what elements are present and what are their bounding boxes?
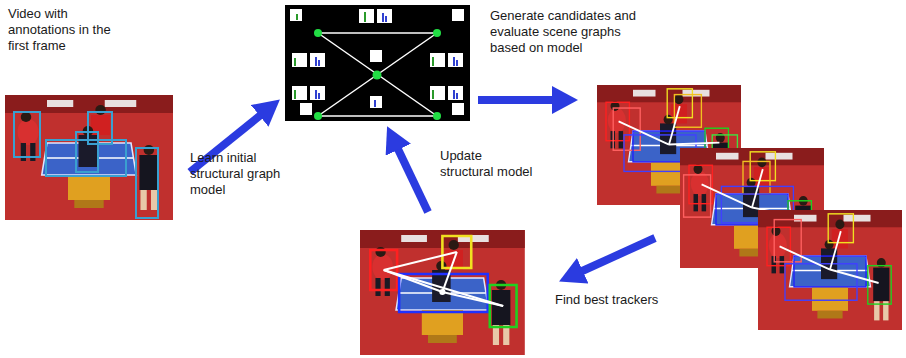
- tracked-frame: [360, 230, 525, 355]
- step-label: Learn initial structural graph model: [190, 150, 302, 198]
- step-label: Generate candidates and evaluate scene g…: [490, 8, 638, 56]
- annotated-frame-node: Video with annotations in the first fram…: [8, 6, 133, 216]
- step-label: Find best trackers: [555, 292, 725, 308]
- step-label: Update structural model: [440, 148, 535, 180]
- annotated-frame: [5, 95, 173, 220]
- flow-arrows: [190, 100, 655, 272]
- frame-caption: Video with annotations in the first fram…: [8, 6, 133, 54]
- graph-model: [285, 5, 470, 121]
